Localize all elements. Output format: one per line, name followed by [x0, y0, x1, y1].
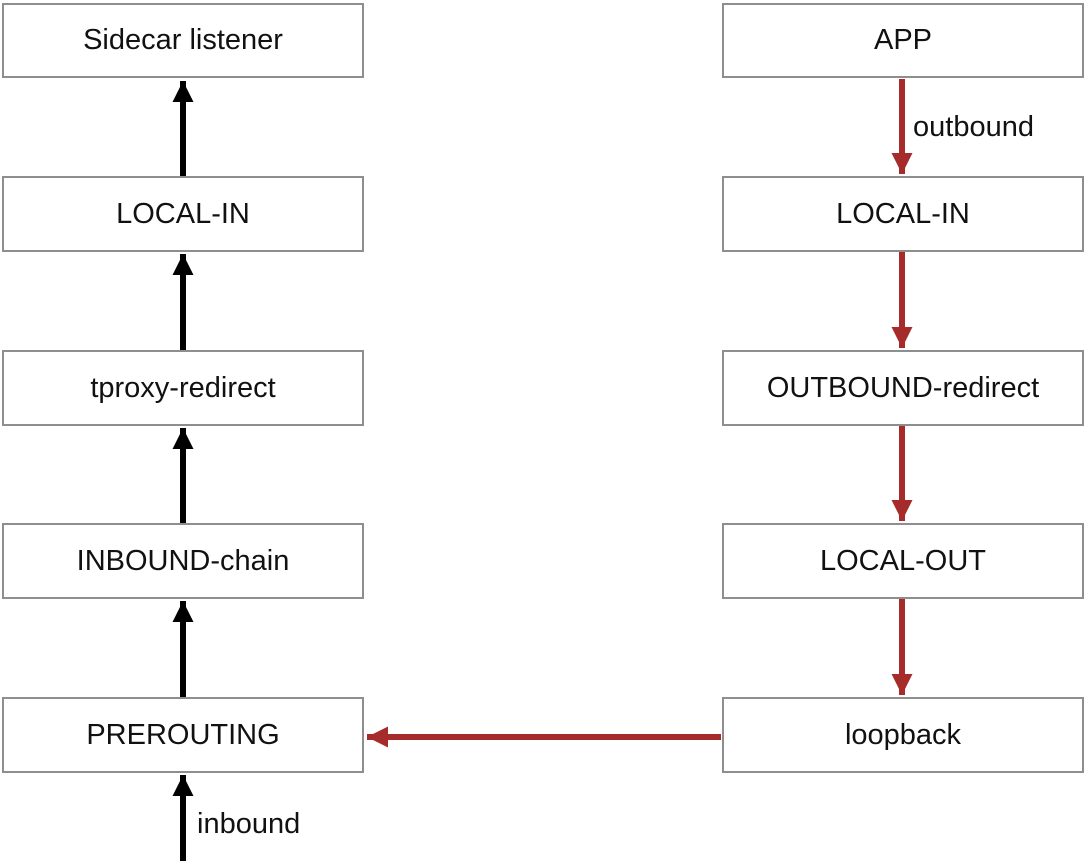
node-local-out: LOCAL-OUT	[722, 523, 1084, 599]
node-local-in-inbound: LOCAL-IN	[2, 176, 364, 252]
node-label: LOCAL-IN	[116, 197, 250, 230]
node-label: loopback	[844, 718, 962, 751]
inbound-flow-label: inbound	[197, 808, 301, 840]
node-inbound-chain: INBOUND-chain	[2, 523, 364, 599]
node-label: tproxy-redirect	[90, 371, 276, 404]
node-label: PREROUTING	[86, 718, 280, 751]
node-local-in-outbound: LOCAL-IN	[722, 176, 1084, 252]
node-loopback: loopback	[722, 697, 1084, 773]
node-outbound-redirect: OUTBOUND-redirect	[722, 350, 1084, 426]
node-label: Sidecar listener	[83, 24, 283, 56]
node-label: LOCAL-OUT	[820, 544, 986, 577]
node-label: LOCAL-IN	[836, 197, 970, 230]
node-tproxy-redirect: tproxy-redirect	[2, 350, 364, 426]
outbound-flow-label: outbound	[913, 111, 1034, 143]
node-label: INBOUND-chain	[76, 544, 290, 577]
node-label: APP	[873, 24, 933, 56]
node-prerouting: PREROUTING	[2, 697, 364, 773]
node-sidecar-listener: Sidecar listener	[2, 3, 364, 78]
node-app: APP	[722, 3, 1084, 78]
node-label: OUTBOUND-redirect	[766, 371, 1040, 404]
